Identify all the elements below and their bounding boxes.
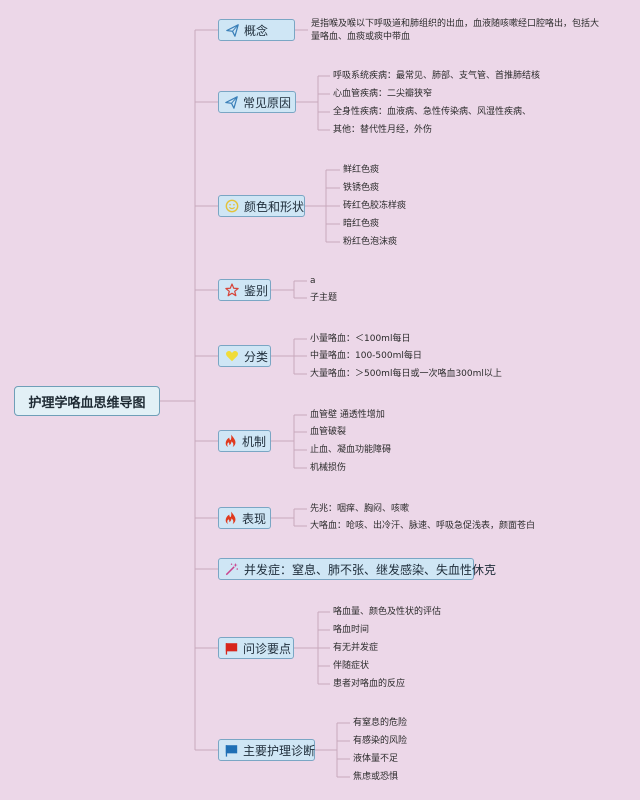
leaf-item: 砖红色胶冻样痰 (343, 201, 407, 211)
node-label: 主要护理诊断 (243, 743, 316, 758)
leaf-item: 子主题 (310, 293, 338, 303)
node-label: 常见原因 (243, 95, 292, 110)
smiley-icon (225, 199, 239, 213)
node-nursing-diagnosis[interactable]: 主要护理诊断 (218, 739, 315, 761)
leaf-item: 机械损伤 (310, 463, 347, 473)
leaf-item: 血管破裂 (310, 427, 347, 437)
node-causes[interactable]: 常见原因 (218, 91, 296, 113)
node-label: 分类 (244, 349, 269, 364)
leaf-item: 粉红色泡沫痰 (343, 237, 398, 247)
heart-icon (225, 349, 239, 363)
node-label: 颜色和形状 (244, 199, 305, 214)
node-concept[interactable]: 概念 (218, 19, 295, 41)
red-flag-icon (225, 641, 238, 655)
magic-wand-icon (225, 562, 239, 576)
node-identify[interactable]: 鉴别 (218, 279, 271, 301)
leaf-item: 大量咯血：＞500ml每日或一次咯血300ml以上 (310, 369, 502, 379)
leaf-item: 先兆：咽痒、胸闷、咳嗽 (310, 504, 410, 514)
leaf-item: 呼吸系统疾病：最常见、肺部、支气管、首推肺结核 (333, 71, 541, 81)
leaf-concept-definition: 是指喉及喉以下呼吸道和肺组织的出血，血液随咳嗽经口腔咯出，包括大量咯血、血痰或痰… (311, 19, 600, 42)
blue-flag-icon (225, 743, 238, 757)
paper-plane-icon (225, 95, 238, 109)
leaf-item: 止血、凝血功能障碍 (310, 445, 392, 455)
leaf-item: 有无并发症 (333, 643, 379, 653)
node-label: 表现 (242, 511, 267, 526)
leaf-item: 中量咯血：100-500ml每日 (310, 351, 422, 361)
leaf-item: 大咯血：呛咳、出冷汗、脉速、呼吸急促浅表，颜面苍白 (310, 521, 536, 531)
leaf-item: 伴随症状 (333, 661, 370, 671)
fire-icon (225, 511, 237, 525)
node-mechanism[interactable]: 机制 (218, 430, 271, 452)
leaf-item: a (310, 276, 316, 286)
leaf-item: 小量咯血：＜100ml每日 (310, 334, 411, 344)
leaf-item: 咯血时间 (333, 625, 370, 635)
node-manifestation[interactable]: 表现 (218, 507, 271, 529)
root-node[interactable]: 护理学咯血思维导图 (14, 386, 160, 416)
leaf-item: 有感染的风险 (353, 736, 408, 746)
node-color-shape[interactable]: 颜色和形状 (218, 195, 305, 217)
node-label: 概念 (244, 23, 269, 38)
root-label: 护理学咯血思维导图 (28, 395, 146, 411)
leaf-item: 铁锈色痰 (343, 183, 380, 193)
node-label: 机制 (242, 434, 267, 449)
node-label: 问诊要点 (243, 641, 292, 656)
leaf-item: 患者对咯血的反应 (333, 679, 406, 689)
node-inquiry[interactable]: 问诊要点 (218, 637, 294, 659)
leaf-item: 其他：替代性月经，外伤 (333, 125, 433, 135)
node-complication[interactable]: 并发症：窒息、肺不张、继发感染、失血性休克 (218, 558, 496, 580)
leaf-item: 液体量不足 (353, 754, 399, 764)
fire-icon (225, 434, 237, 448)
leaf-item: 血管壁 通透性增加 (310, 410, 385, 420)
leaf-item: 有窒息的危险 (353, 718, 408, 728)
node-classify[interactable]: 分类 (218, 345, 271, 367)
leaf-item: 心血管疾病：二尖瓣狭窄 (333, 89, 433, 99)
star-icon (225, 283, 239, 297)
leaf-item: 暗红色痰 (343, 219, 380, 229)
node-label: 鉴别 (244, 283, 269, 298)
node-label: 并发症：窒息、肺不张、继发感染、失血性休克 (244, 562, 497, 577)
leaf-item: 鲜红色痰 (343, 165, 380, 175)
leaf-item: 焦虑或恐惧 (353, 772, 399, 782)
leaf-item: 咯血量、颜色及性状的评估 (333, 607, 442, 617)
leaf-item: 全身性疾病：血液病、急性传染病、风湿性疾病、 (333, 107, 532, 117)
paper-plane-icon (225, 23, 239, 37)
